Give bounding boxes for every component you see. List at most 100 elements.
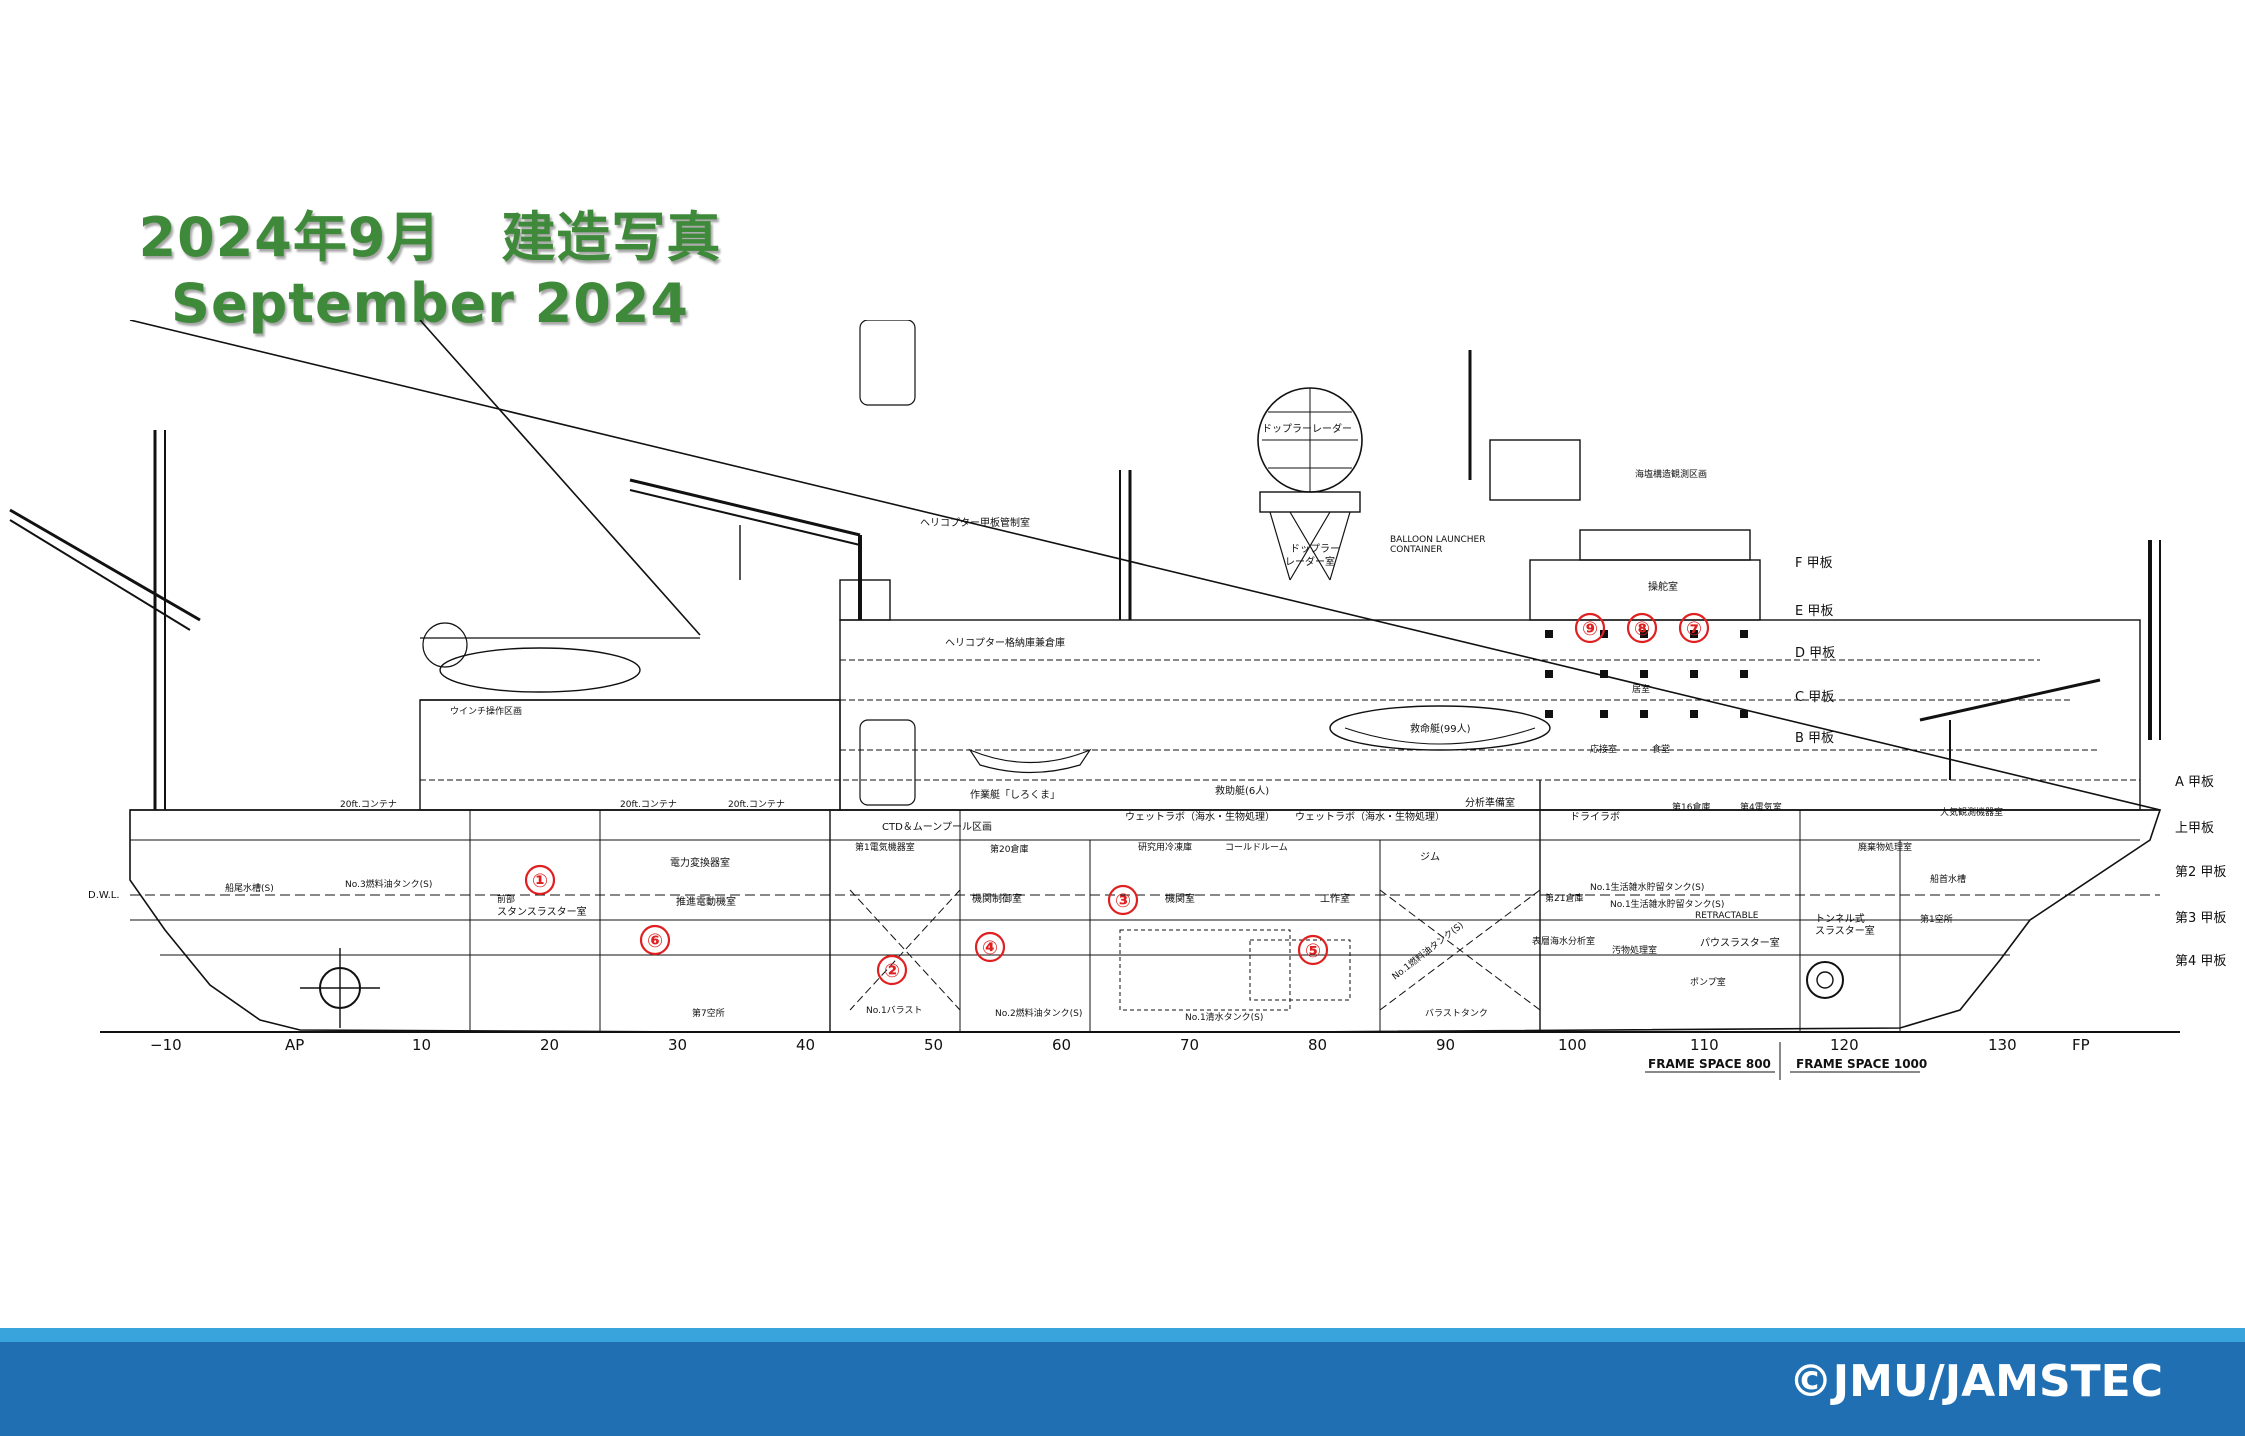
deck-label: 上甲板: [2175, 821, 2214, 836]
copyright-text: ©JMU/JAMSTEC: [1788, 1356, 2163, 1407]
marker-7-ring: [1678, 612, 1710, 644]
label-atmos: 大気観測機器室: [1940, 806, 2003, 818]
ship-profile-diagram: F 甲板 E 甲板 D 甲板 C 甲板 B 甲板 A 甲板 上甲板 第2 甲板 …: [0, 320, 2245, 1120]
label-engine-control: 機関制御室: [972, 892, 1022, 905]
label-bow-thruster: パウスラスター室: [1700, 936, 1780, 949]
label-dry-lab: ドライラボ: [1570, 811, 1620, 823]
workboat-shape: [968, 748, 1092, 774]
marker-4-ring: [974, 931, 1006, 963]
label-stern-thruster: スタンスラスター室: [497, 905, 587, 918]
label-balloon: BALLOON LAUNCHER: [1390, 535, 1486, 545]
label-stern-thruster-pre: 前部: [497, 893, 515, 905]
deck-labels: F 甲板 E 甲板 D 甲板 C 甲板 B 甲板 A 甲板 上甲板 第2 甲板 …: [1795, 556, 2226, 969]
label-seventh-void: 第7空所: [692, 1007, 725, 1019]
label-motor-room: 推進電動機室: [676, 895, 736, 908]
deck-label: A 甲板: [2175, 775, 2214, 790]
marker-2: ②: [884, 960, 900, 982]
frame-label: 100: [1558, 1036, 1587, 1054]
bow-crane-boom: [1919, 678, 2101, 722]
deck-label: C 甲板: [1795, 690, 1834, 705]
label-tunnel: トンネル式: [1815, 912, 1865, 925]
lifeboat-shape: [1329, 705, 1551, 751]
label-no3-fuel: No.3燃料油タンク(S): [345, 878, 432, 890]
title-jp-date: 2024年9月: [138, 206, 442, 269]
label-store-21: 第21倉庫: [1545, 892, 1583, 904]
label-rescue-boat: 救助艇(6人): [1215, 784, 1269, 797]
marker-1: ①: [532, 870, 548, 892]
marker-2-ring: [876, 954, 908, 986]
label-container-20-1: 20ft.コンテナ: [340, 799, 397, 810]
marker-3: ③: [1115, 890, 1131, 912]
label-wet-lab-1: ウェットラボ（海水・生物処理）: [1125, 810, 1275, 823]
ship-profile-svg: F 甲板 E 甲板 D 甲板 C 甲板 B 甲板 A 甲板 上甲板 第2 甲板 …: [9, 320, 2226, 1080]
deck-label: B 甲板: [1795, 731, 1834, 746]
marker-5-ring: [1297, 934, 1329, 966]
deck-label: 第4 甲板: [2175, 954, 2226, 969]
frame-label: 80: [1308, 1036, 1327, 1054]
marker-4: ④: [982, 937, 998, 959]
frame-space-800: FRAME SPACE 800: [1648, 1057, 1771, 1071]
title-jp-label: 建造写真: [501, 206, 722, 269]
title-en: September 2024: [171, 272, 689, 335]
label-winch: ウインチ操作区画: [450, 705, 522, 717]
label-no2-fuel: No.2燃料油タンク(S): [995, 1007, 1082, 1019]
bridge-deck: [1529, 559, 1761, 621]
label-workshop: 工作室: [1320, 892, 1350, 905]
label-cold-room: コールドルーム: [1225, 842, 1288, 853]
label-cabin: 居室: [1632, 683, 1650, 695]
stern-a-frame: [9, 508, 201, 622]
label-container: CONTAINER: [1390, 545, 1442, 555]
label-no1-living: No.1生活雑水貯留タンク(S): [1590, 881, 1704, 893]
label-heli-control: ヘリコプター甲板管制室: [920, 516, 1030, 529]
tunnel-thruster: [1806, 961, 1844, 999]
deck-label: 第2 甲板: [2175, 865, 2226, 880]
label-galley: 食堂: [1652, 743, 1670, 755]
label-sewage: 汚物処理室: [1612, 944, 1657, 956]
label-elec4: 第4電気室: [1740, 801, 1782, 813]
frame-label: 30: [668, 1036, 687, 1054]
label-ctd-moonpool: CTD＆ムーンプール区画: [882, 821, 992, 833]
frame-label: 20: [540, 1036, 559, 1054]
label-heli-hangar: ヘリコプター格納庫兼倉庫: [945, 636, 1065, 649]
label-seawater: 表層海水分析室: [1532, 935, 1595, 947]
label-store-20: 第20倉庫: [990, 843, 1028, 855]
title-block: 2024年9月建造写真 September 2024: [120, 205, 740, 337]
frame-label: −10: [150, 1036, 182, 1054]
label-retractable: RETRACTABLE: [1695, 911, 1759, 921]
label-mess: 応接室: [1590, 743, 1617, 755]
label-pump: ポンプ室: [1690, 976, 1726, 988]
frame-label: 120: [1830, 1036, 1859, 1054]
label-elec1: 第1電気機器室: [855, 841, 915, 853]
label-wet-lab-2: ウェットラボ（海水・生物処理）: [1295, 810, 1445, 823]
label-no1-fresh: No.1清水タンク(S): [1185, 1011, 1263, 1023]
label-ballast-tank: バラストタンク: [1425, 1008, 1488, 1019]
frame-space-1000: FRAME SPACE 1000: [1796, 1057, 1927, 1071]
label-first-void: 第1空所: [1920, 913, 1953, 925]
marker-6: ⑥: [647, 930, 663, 952]
label-doppler-radar: ドップラーレーダー: [1262, 422, 1352, 435]
moonpool-outline: [859, 719, 916, 806]
deck-label: D 甲板: [1795, 646, 1835, 661]
title-jp: 2024年9月建造写真: [120, 205, 740, 271]
aft-crane-boom: [629, 478, 861, 537]
label-no1-living2: No.1生活雑水貯留タンク(S): [1610, 898, 1724, 910]
marker-5: ⑤: [1305, 940, 1321, 962]
frame-label: 10: [412, 1036, 431, 1054]
marker-3-ring: [1107, 884, 1139, 916]
bridge-top: [1579, 529, 1751, 561]
label-no1-fuel: No.1燃料油タンク(S): [1389, 919, 1465, 982]
label-work-boat: 作業艇「しろくま」: [970, 788, 1060, 801]
label-dwl: D.W.L.: [88, 890, 120, 901]
markers: ① ② ③ ④ ⑤ ⑥ ⑦ ⑧ ⑨: [524, 612, 1710, 986]
label-analysis: 分析準備室: [1465, 796, 1515, 809]
frame-label: 110: [1690, 1036, 1719, 1054]
label-doppler-room: ドップラー: [1290, 543, 1340, 555]
window-row: [1545, 630, 1748, 718]
footer-bar: ©JMU/JAMSTEC: [0, 1328, 2245, 1436]
label-sea-ice: 海塩構造観測区画: [1635, 468, 1707, 480]
frame-label: 60: [1052, 1036, 1071, 1054]
marker-1-ring: [524, 864, 556, 896]
frame-label: 70: [1180, 1036, 1199, 1054]
marker-9: ⑨: [1582, 618, 1598, 640]
frame-labels: −10 AP 10 20 30 40 50 60 70 80 90 100 11…: [150, 1036, 2090, 1054]
